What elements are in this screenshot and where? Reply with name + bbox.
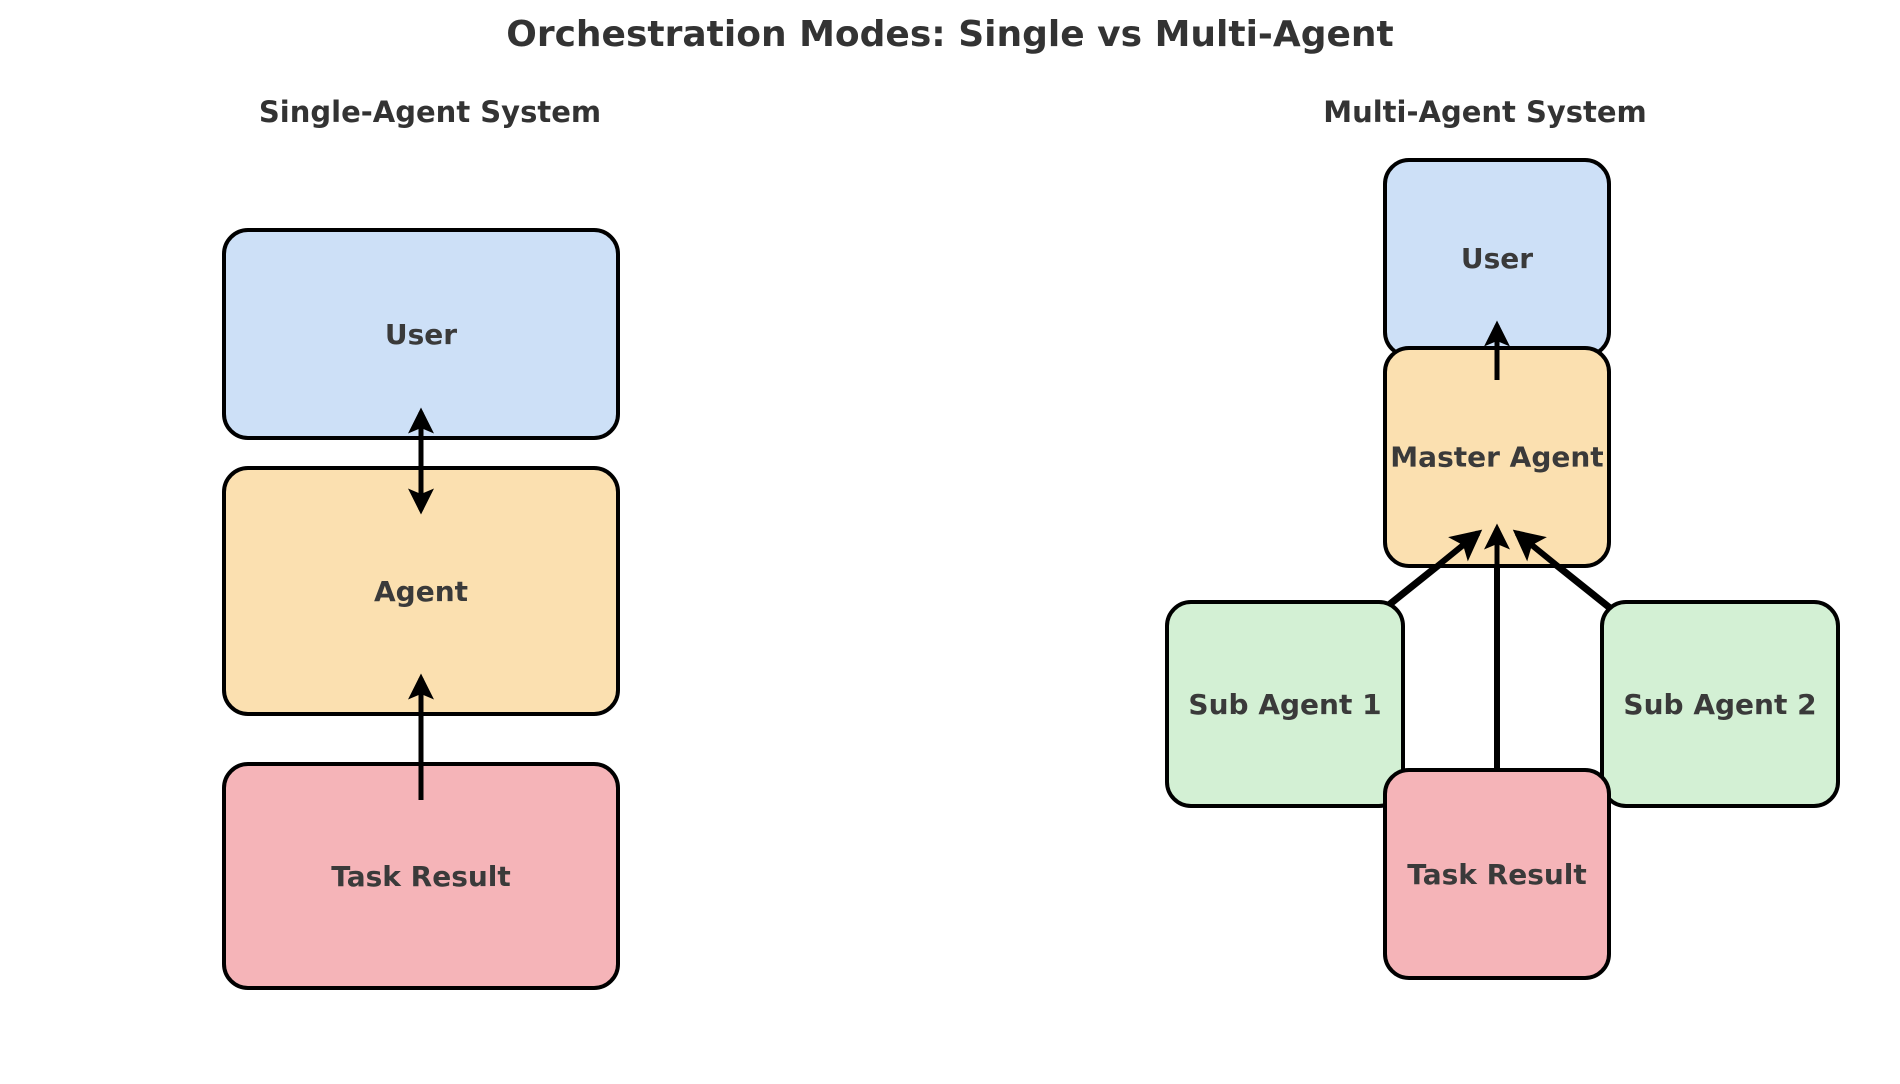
- panel-title-multi-agent: Multi-Agent System: [1323, 95, 1647, 129]
- node-single-agent-user[interactable]: User: [222, 228, 620, 440]
- node-multi-agent-master-agent[interactable]: Master Agent: [1383, 346, 1611, 568]
- node-multi-agent-sub-agent-2[interactable]: Sub Agent 2: [1600, 600, 1840, 808]
- node-single-agent-task-result[interactable]: Task Result: [222, 762, 620, 990]
- node-label: Sub Agent 1: [1188, 687, 1382, 721]
- node-label: Task Result: [1407, 857, 1587, 891]
- panel-title-single-agent: Single-Agent System: [258, 95, 602, 129]
- node-label: Sub Agent 2: [1623, 687, 1817, 721]
- node-label: Agent: [373, 574, 469, 608]
- node-multi-agent-sub-agent-1[interactable]: Sub Agent 1: [1165, 600, 1405, 808]
- node-label: User: [1460, 241, 1534, 275]
- node-single-agent-agent[interactable]: Agent: [222, 466, 620, 716]
- node-multi-agent-user[interactable]: User: [1383, 158, 1611, 358]
- node-label: Master Agent: [1390, 440, 1604, 474]
- node-label: User: [384, 317, 458, 351]
- node-multi-agent-task-result[interactable]: Task Result: [1383, 768, 1611, 980]
- node-label: Task Result: [331, 859, 511, 893]
- page-title: Orchestration Modes: Single vs Multi-Age…: [506, 14, 1394, 55]
